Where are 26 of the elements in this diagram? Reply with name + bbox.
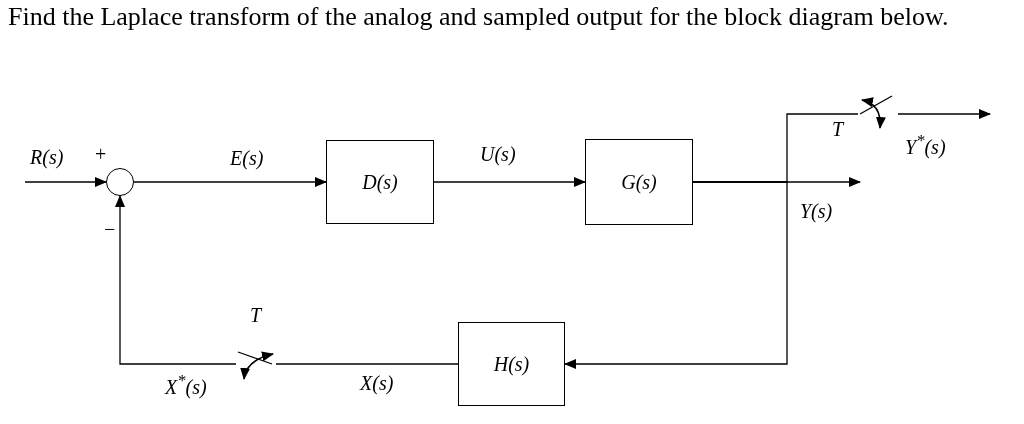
signal-arrow — [133, 177, 327, 187]
sampling-period-label: T — [250, 304, 262, 326]
signal-label: Y$^{*}$(s) — [905, 132, 946, 158]
signal-label: X$^{*}$(s) — [165, 372, 207, 398]
signal-label: E(s) — [230, 147, 264, 169]
signal-line — [275, 363, 459, 365]
block — [585, 139, 693, 225]
plus-sign: + — [95, 143, 107, 165]
signal-arrow — [433, 177, 586, 187]
signal-label: Y(s) — [800, 200, 833, 222]
signal-label: R(s) — [30, 146, 64, 168]
signal-label: U(s) — [480, 143, 516, 165]
block — [326, 140, 434, 224]
block-label: D(s) — [362, 171, 398, 193]
title-text: Find the Laplace transform of the analog and sampled output for the block diagram below. — [8, 2, 950, 32]
block-label: H(s) — [493, 353, 530, 375]
minus-sign: − — [104, 218, 116, 240]
block — [458, 322, 565, 406]
signal-arrow — [897, 109, 991, 119]
signal-arrow — [24, 177, 107, 187]
signal-arrow — [115, 195, 237, 365]
summing-junction — [106, 168, 134, 196]
signal-label: X(s) — [360, 372, 394, 394]
sampling-period-label: T — [832, 118, 844, 140]
signal-arrow — [564, 181, 788, 369]
block-label: G(s) — [621, 171, 657, 193]
